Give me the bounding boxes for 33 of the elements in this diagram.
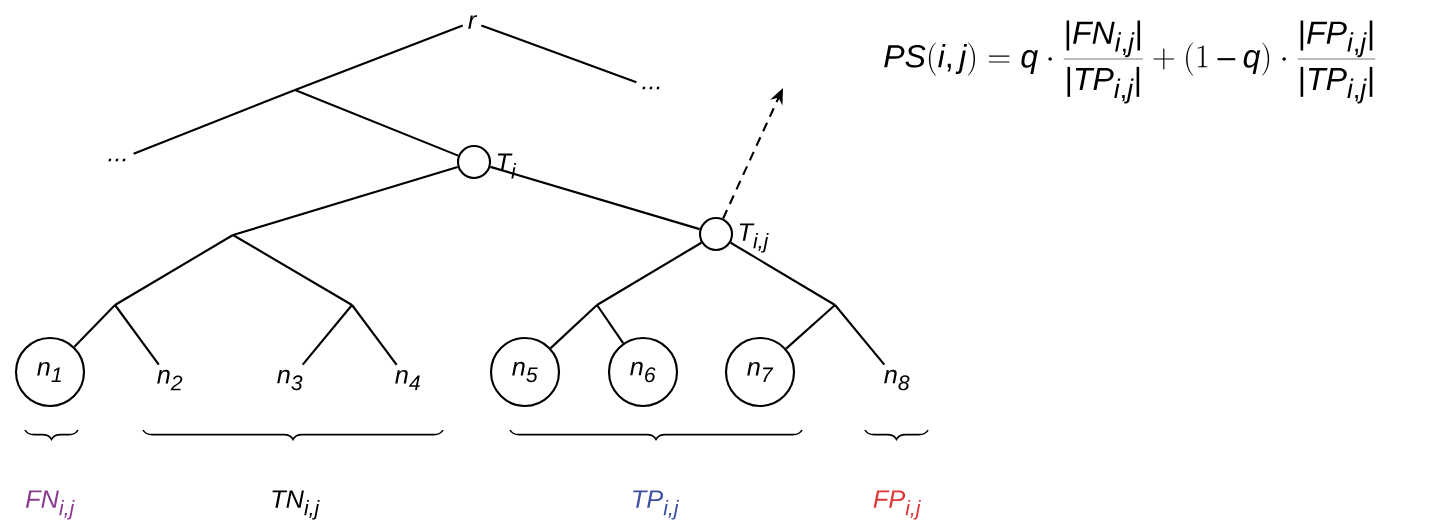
ellipsis: ... [642,86,660,90]
tree-branch [232,165,458,236]
tree-branch [834,304,886,366]
tree-branch [294,24,464,91]
node-label: n$_{4}$ [395,369,420,391]
tree-branch [133,89,296,155]
tree-branch [549,304,598,349]
tree-branch [596,304,625,344]
tree-branch [73,304,116,348]
node-label: r [468,15,478,29]
tree-branch [114,304,160,366]
tree-branch [232,234,353,306]
subtree-label: T$_{i,j}$ [739,223,769,253]
set-label: TP$_{i,j}$ [633,490,679,520]
tree-branch [596,241,702,306]
formula: $PS(i,j) = q\cdot\frac{|FN_{i,j}|}{|TP_{i,j}|} + (1-q)\cdot\frac{|FP_{i,j}|}{|TP_{i,j}|}$ [884,20,1376,104]
tree-branch [351,304,398,366]
node-label: n$_{8}$ [884,369,910,391]
tree-branch [785,304,836,350]
node-label: n$_{3}$ [277,369,303,391]
set-label: TN$_{i,j}$ [272,490,320,520]
tree-branch [301,304,353,366]
tree-node-circle [456,144,492,180]
tree-node-circle [698,216,734,252]
node-label: n$_{2}$ [157,369,183,391]
set-label: FN$_{i,j}$ [25,490,75,520]
tree-branch [480,24,637,84]
tree-branch [114,234,234,306]
set-label: FP$_{i,j}$ [873,490,921,520]
tree-branch [490,165,700,231]
tree-branch [730,241,836,306]
ellipsis: ... [108,158,126,162]
tree-branch [294,89,459,157]
